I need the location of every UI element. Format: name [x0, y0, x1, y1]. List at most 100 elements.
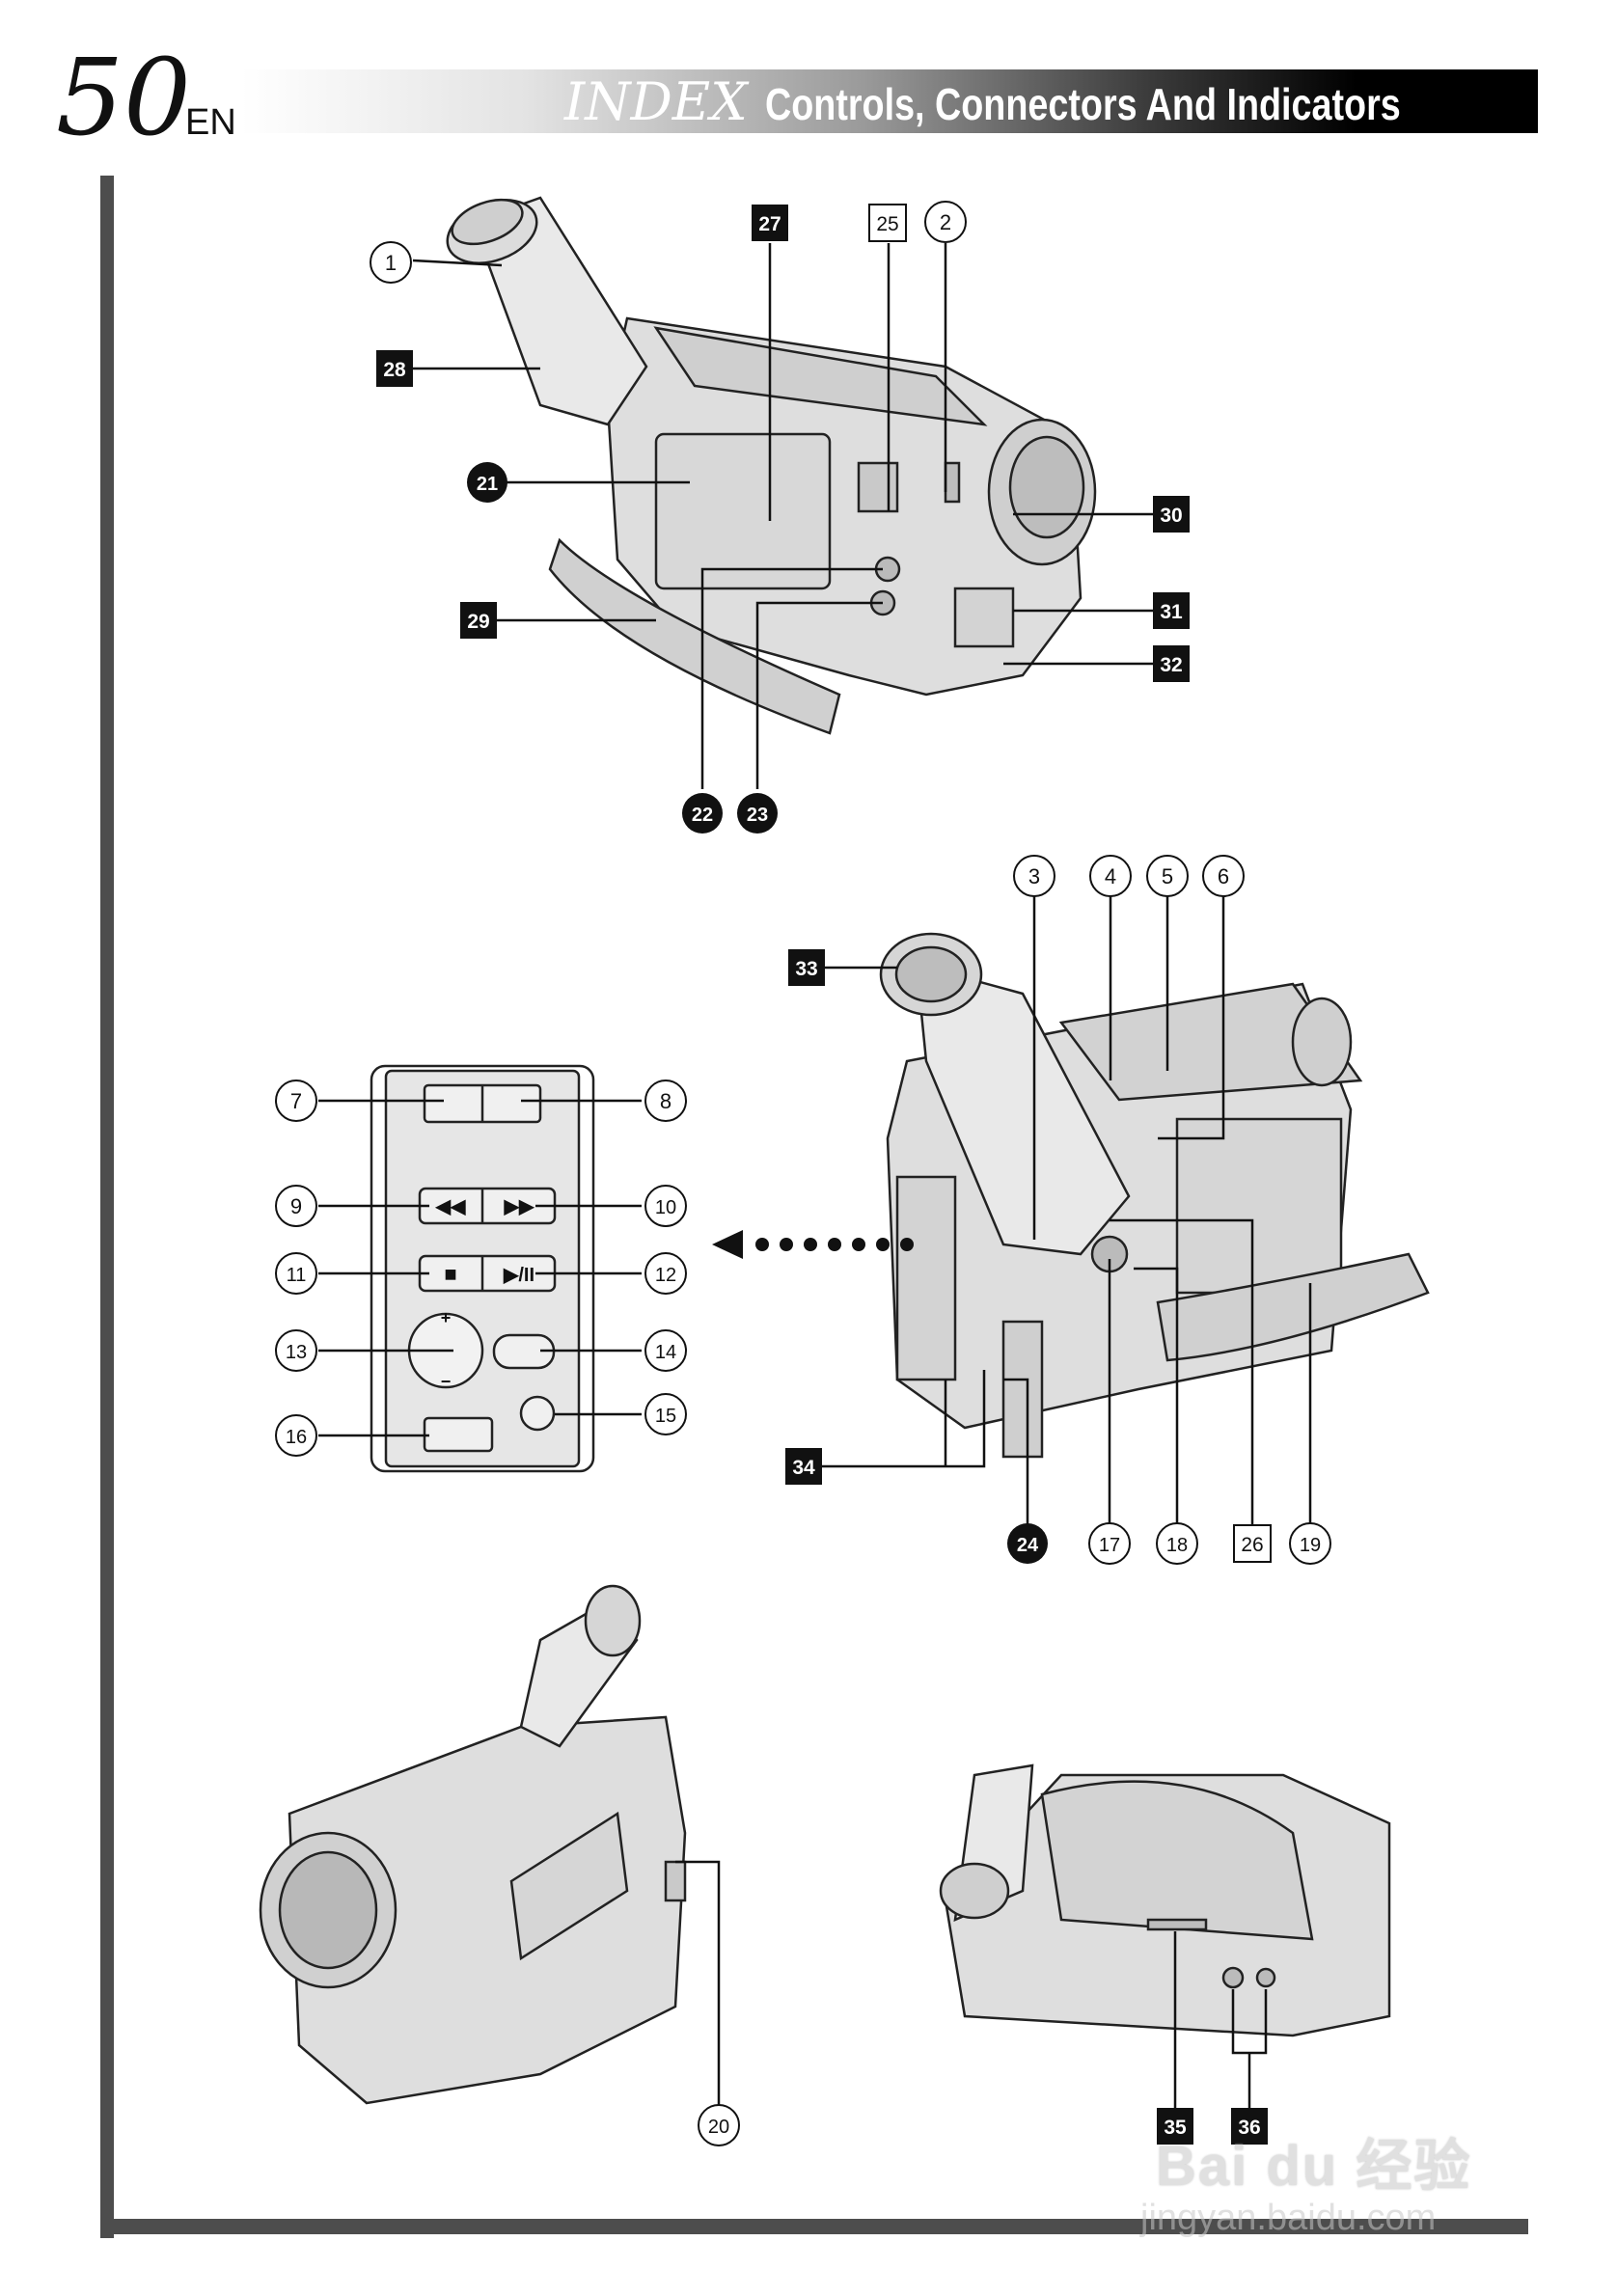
- camcorder-front-view: [259, 1584, 687, 2105]
- svg-text:26: 26: [1241, 1534, 1263, 1556]
- watermark-logo: Bai du 经验: [1156, 2135, 1472, 2198]
- stop-symbol: ■: [444, 1262, 456, 1286]
- svg-text:29: 29: [467, 611, 489, 633]
- svg-text:11: 11: [287, 1265, 307, 1286]
- svg-text:15: 15: [655, 1406, 676, 1427]
- watermark-url: jingyan.baidu.com: [1140, 2198, 1437, 2238]
- callout-21: 21: [467, 462, 507, 503]
- callout-29: 29: [460, 602, 497, 639]
- svg-text:28: 28: [383, 359, 406, 381]
- svg-text:30: 30: [1160, 505, 1182, 527]
- svg-text:5: 5: [1162, 864, 1173, 888]
- baidu-watermark: Bai du 经验 jingyan.baidu.com: [1127, 2101, 1532, 2246]
- callout-25: 25: [868, 204, 907, 242]
- callout-20: 20: [698, 2104, 740, 2146]
- callout-16: 16: [275, 1414, 317, 1457]
- callout-5: 5: [1146, 855, 1189, 897]
- control-panel-detail: [370, 1064, 595, 1473]
- svg-text:18: 18: [1166, 1535, 1188, 1556]
- header-gradient-bar: [241, 69, 1538, 133]
- svg-text:9: 9: [290, 1194, 302, 1218]
- callout-19: 19: [1289, 1522, 1331, 1565]
- callout-labels: 1 2 3 4 5 6 7 8 9 10 11 12 13 14 15 16 1…: [275, 201, 1331, 2146]
- callout-10: 10: [644, 1185, 687, 1227]
- svg-text:23: 23: [747, 805, 768, 826]
- callout-12: 12: [644, 1252, 687, 1295]
- svg-text:19: 19: [1300, 1535, 1321, 1556]
- page-header: 50 EN INDEX Controls, Connectors And Indi…: [0, 0, 1617, 164]
- camcorder-underside-view: [939, 1763, 1391, 2037]
- callout-2: 2: [924, 201, 967, 243]
- callout-34: 34: [785, 1448, 822, 1485]
- svg-text:4: 4: [1105, 864, 1116, 888]
- camcorder-top-view: [446, 196, 1097, 735]
- svg-text:12: 12: [655, 1265, 676, 1286]
- callout-36: 36: [1231, 2108, 1268, 2145]
- callout-28: 28: [376, 350, 413, 387]
- play-pause-symbol: ▶/II: [503, 1265, 534, 1286]
- svg-text:7: 7: [290, 1089, 302, 1113]
- callout-1: 1: [370, 241, 412, 284]
- svg-text:20: 20: [708, 2117, 729, 2138]
- svg-text:33: 33: [795, 958, 817, 980]
- callout-leader-lines: [318, 243, 1312, 2113]
- index-word: INDEX: [563, 71, 748, 132]
- callout-27: 27: [752, 205, 788, 241]
- callout-11: 11: [275, 1252, 317, 1295]
- svg-text:8: 8: [660, 1089, 671, 1113]
- svg-text:27: 27: [758, 213, 781, 235]
- page-number: 50: [56, 36, 191, 159]
- callout-7: 7: [275, 1080, 317, 1122]
- callout-26: 26: [1233, 1524, 1272, 1563]
- callout-18: 18: [1156, 1522, 1198, 1565]
- svg-text:14: 14: [655, 1342, 676, 1363]
- panel-pointer-arrow: [712, 1230, 914, 1259]
- callout-35: 35: [1157, 2108, 1193, 2145]
- callout-22: 22: [682, 793, 723, 834]
- callout-24: 24: [1007, 1523, 1048, 1564]
- svg-text:1: 1: [385, 251, 397, 275]
- svg-text:2: 2: [940, 210, 951, 234]
- callout-33: 33: [788, 949, 825, 986]
- control-panel-symbols: ◀◀ ▶▶ ■ ▶/II + −: [435, 1196, 535, 1391]
- page-frame-left: [100, 176, 114, 2238]
- callout-23: 23: [737, 793, 778, 834]
- language-code: EN: [185, 102, 236, 143]
- svg-text:21: 21: [477, 474, 498, 495]
- callout-14: 14: [644, 1329, 687, 1372]
- svg-text:25: 25: [876, 213, 898, 235]
- svg-text:36: 36: [1238, 2117, 1260, 2139]
- svg-text:31: 31: [1160, 601, 1183, 623]
- callout-15: 15: [644, 1393, 687, 1435]
- callout-30: 30: [1153, 496, 1190, 533]
- svg-text:32: 32: [1160, 654, 1182, 676]
- svg-text:6: 6: [1218, 864, 1229, 888]
- rewind-symbol: ◀◀: [435, 1196, 466, 1217]
- callout-32: 32: [1153, 645, 1190, 682]
- callout-17: 17: [1088, 1522, 1131, 1565]
- svg-text:13: 13: [286, 1342, 307, 1363]
- svg-text:3: 3: [1028, 864, 1040, 888]
- svg-text:10: 10: [655, 1197, 676, 1218]
- callout-31: 31: [1153, 592, 1190, 629]
- svg-text:17: 17: [1099, 1535, 1120, 1556]
- page-frame-bottom: [100, 2219, 1528, 2234]
- plus-symbol: +: [441, 1308, 452, 1327]
- fast-forward-symbol: ▶▶: [504, 1196, 535, 1217]
- callout-13: 13: [275, 1329, 317, 1372]
- header-title: INDEX Controls, Connectors And Indicators: [564, 71, 1540, 133]
- callout-3: 3: [1013, 855, 1055, 897]
- svg-text:22: 22: [692, 805, 713, 826]
- callout-4: 4: [1089, 855, 1132, 897]
- section-title: Controls, Connectors And Indicators: [764, 79, 1401, 129]
- svg-text:16: 16: [286, 1427, 307, 1448]
- callout-9: 9: [275, 1185, 317, 1227]
- svg-text:35: 35: [1164, 2117, 1187, 2139]
- callout-6: 6: [1202, 855, 1245, 897]
- camcorder-rear-view: [879, 932, 1430, 1459]
- svg-text:34: 34: [792, 1457, 815, 1479]
- minus-symbol: −: [441, 1372, 452, 1391]
- svg-text:24: 24: [1017, 1535, 1039, 1556]
- callout-8: 8: [644, 1080, 687, 1122]
